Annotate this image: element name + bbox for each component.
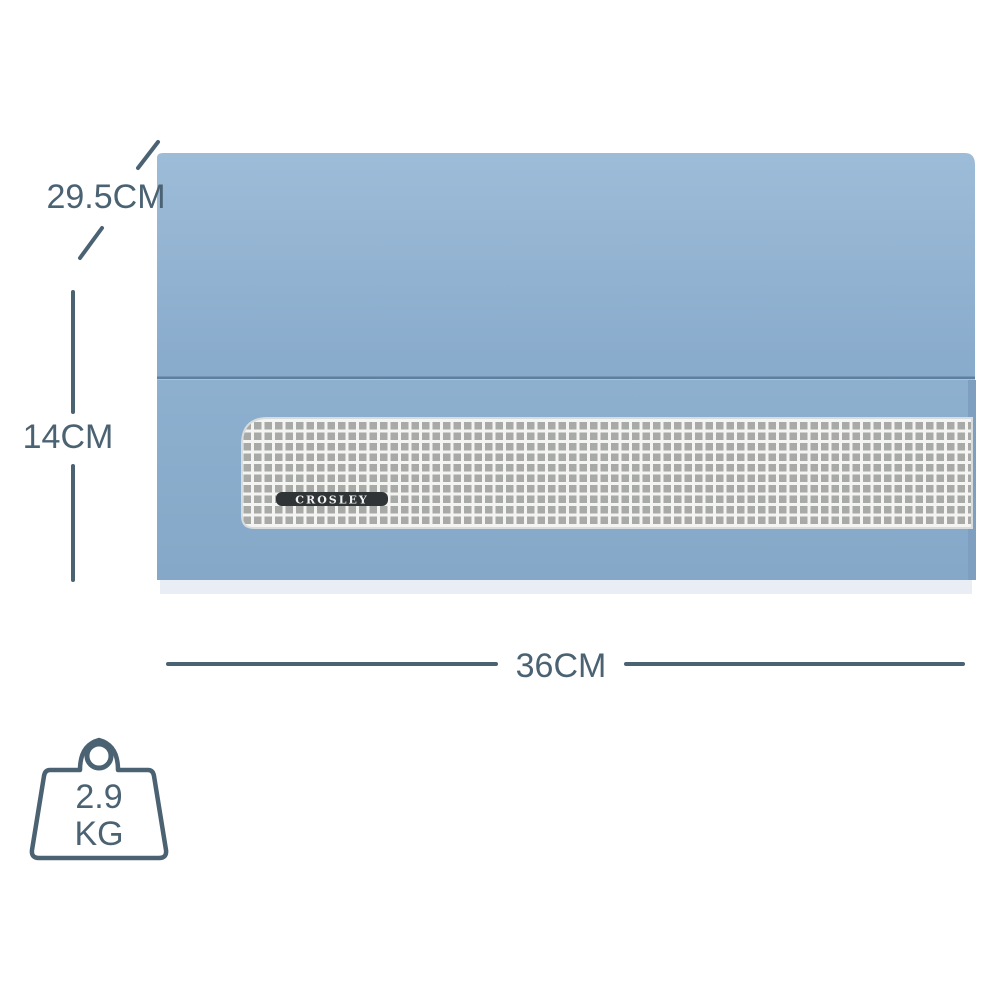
shadow [160,580,972,594]
width-dimension: 36CM [166,647,965,685]
brand-badge-text: CROSLEY [295,494,368,507]
depth-label: 29.5CM [46,178,165,216]
case-lid [157,153,975,378]
weight-unit: KG [74,815,123,853]
width-label: 36CM [516,647,607,685]
depth-dimension: 29.5CM [46,140,166,260]
weight-icon: 2.9 KG [29,737,169,861]
brand-badge [276,492,388,506]
height-label: 14CM [23,418,114,456]
height-dimension: 14CM [23,290,114,582]
speaker-grille [241,417,973,529]
record-player-case: CROSLEY [157,153,976,594]
weight-value: 2.9 [75,778,122,816]
